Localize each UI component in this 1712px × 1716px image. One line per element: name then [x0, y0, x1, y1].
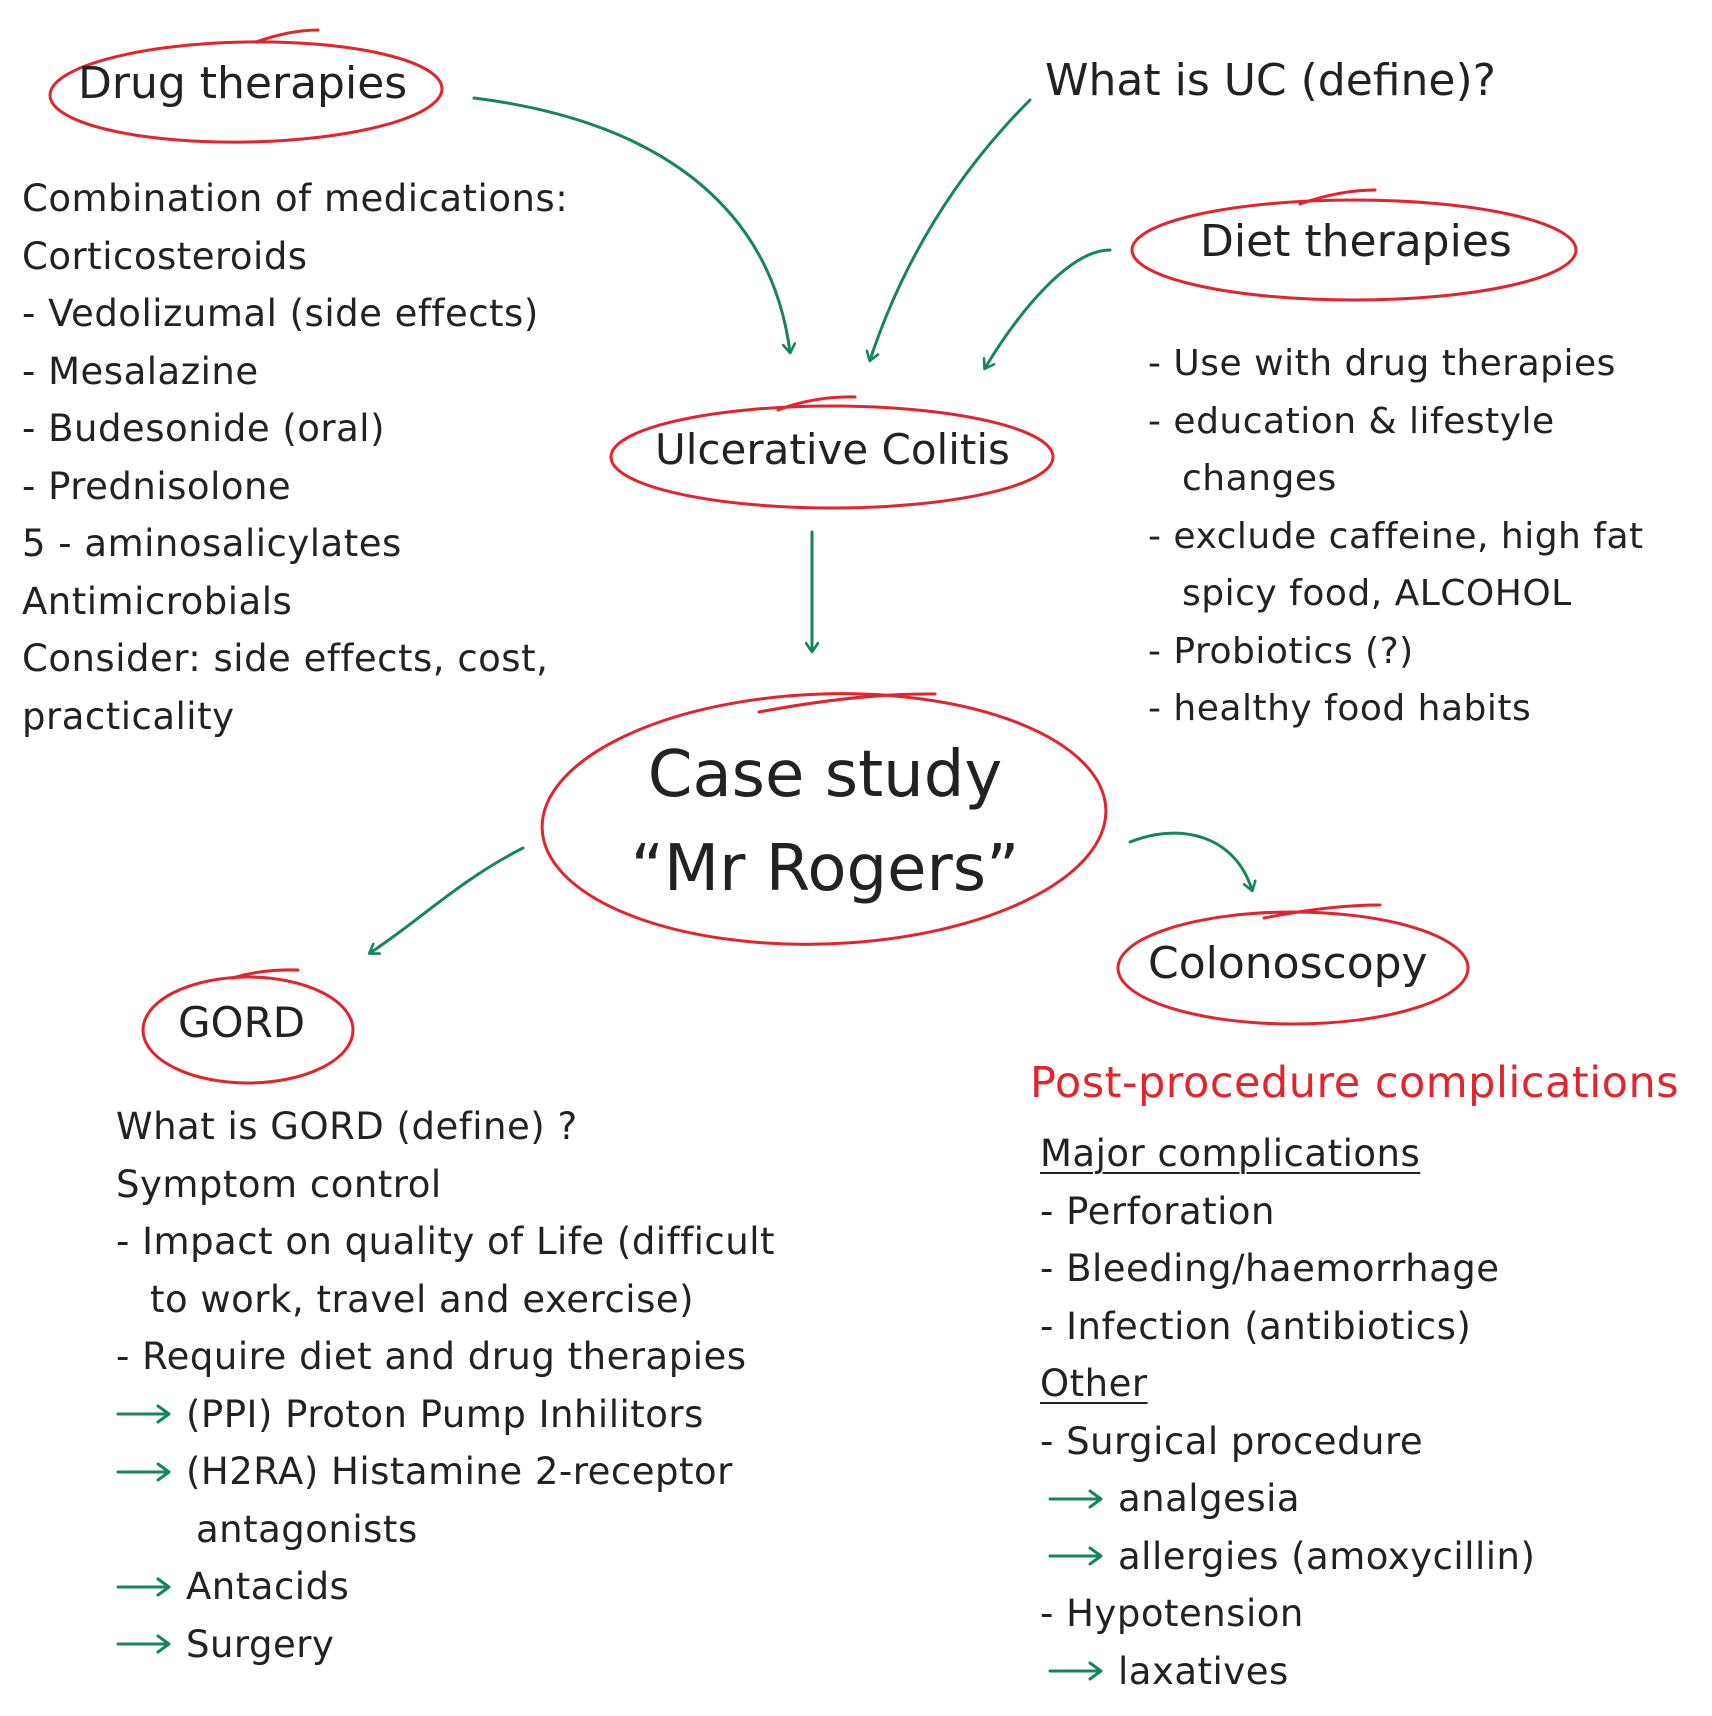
list-item: - exclude caffeine, high fat: [1148, 515, 1644, 557]
list-item: Corticosteroids: [22, 234, 308, 278]
list-item: - Use with drug therapies: [1148, 343, 1616, 384]
list-item: changes: [1182, 458, 1337, 499]
list-item: Consider: side effects, cost,: [22, 637, 549, 680]
arrow-drug-to-uc: [472, 96, 790, 352]
colonoscopy-label: Colonoscopy: [1148, 938, 1428, 989]
right-arrow-icon: [1048, 1661, 1103, 1681]
other-heading: Other: [1040, 1362, 1148, 1405]
colon-arrow-item: allergies (amoxycillin): [1118, 1534, 1536, 1578]
arrow-list-item: allergies (amoxycillin): [1040, 1528, 1535, 1586]
list-item: - Perforation: [1040, 1189, 1276, 1233]
gord-ellipse: [141, 975, 355, 1085]
arrow-case-to-gord: [370, 846, 525, 953]
list-item: practicality: [22, 694, 235, 738]
list-item: What is GORD (define) ?: [116, 1105, 578, 1148]
right-arrow-icon: [116, 1577, 171, 1597]
gord-list: What is GORD (define) ? Symptom control …: [116, 1098, 775, 1673]
right-arrow-icon: [116, 1462, 171, 1482]
list-item: - Vedolizumal (side effects): [22, 292, 539, 335]
colonoscopy-accent: [1262, 903, 1382, 920]
arrow-list-item: analgesia: [1040, 1470, 1535, 1528]
gord-arrow-item: Surgery: [186, 1622, 335, 1666]
list-item: - Require diet and drug therapies: [116, 1335, 747, 1378]
list-item: - Impact on quality of Life (difficult: [116, 1220, 776, 1263]
case-study-title: Case study “Mr Rogers”: [600, 728, 1050, 916]
drug-therapies-accent: [254, 28, 320, 44]
post-procedure-heading: Post-procedure complications: [1030, 1058, 1680, 1108]
list-item: antagonists: [196, 1507, 418, 1551]
list-item: Antimicrobials: [22, 579, 293, 623]
list-item: - Surgical procedure: [1040, 1419, 1424, 1463]
case-study-line1: Case study: [647, 738, 1003, 812]
arrow-list-item: Surgery: [116, 1616, 775, 1674]
gord-arrow-item: Antacids: [186, 1565, 350, 1609]
case-study-accent: [757, 692, 937, 714]
list-item: - Infection (antibiotics): [1040, 1304, 1472, 1348]
right-arrow-icon: [1048, 1546, 1103, 1566]
diet-therapies-label: Diet therapies: [1200, 216, 1512, 267]
gord-label: GORD: [178, 998, 306, 1047]
arrow-list-item: (H2RA) Histamine 2-receptor: [116, 1443, 775, 1501]
gord-accent: [230, 968, 300, 980]
right-arrow-icon: [116, 1404, 171, 1424]
list-item: spicy food, ALCOHOL: [1182, 573, 1572, 614]
list-item: Combination of medications:: [22, 177, 569, 220]
drug-therapies-ellipse: [48, 40, 444, 144]
diet-therapies-list: - Use with drug therapies - education & …: [1148, 335, 1644, 738]
arrow-question-to-uc: [870, 98, 1032, 360]
colon-arrow-item: analgesia: [1118, 1477, 1301, 1521]
colon-arrow-item: laxatives: [1118, 1649, 1289, 1693]
arrow-list-item: Antacids: [116, 1558, 775, 1616]
case-study-line2: “Mr Rogers”: [630, 832, 1020, 906]
diet-therapies-ellipse: [1130, 198, 1578, 302]
arrow-diet-to-uc: [985, 248, 1112, 368]
gord-arrow-item: (H2RA) Histamine 2-receptor: [186, 1450, 733, 1494]
list-item: Symptom control: [116, 1162, 442, 1206]
case-study-ellipse: [540, 692, 1108, 946]
drug-therapies-list: Combination of medications: Corticostero…: [22, 170, 568, 745]
drug-therapies-label: Drug therapies: [78, 58, 408, 109]
list-item: - Prednisolone: [22, 464, 292, 508]
arrow-list-item: laxatives: [1040, 1643, 1535, 1701]
list-item: to work, travel and exercise): [150, 1277, 695, 1321]
diet-therapies-accent: [1298, 188, 1377, 206]
major-complications-heading: Major complications: [1040, 1132, 1421, 1175]
uc-accent: [776, 395, 857, 412]
uc-question-label: What is UC (define)?: [1045, 55, 1496, 106]
list-item: - education & lifestyle: [1148, 400, 1555, 442]
list-item: - healthy food habits: [1148, 688, 1532, 729]
list-item: - Budesonide (oral): [22, 407, 386, 450]
list-item: - Hypotension: [1040, 1592, 1304, 1635]
right-arrow-icon: [1048, 1489, 1103, 1509]
list-item: - Probiotics (?): [1148, 630, 1414, 672]
list-item: 5 - aminosalicylates: [22, 522, 402, 565]
right-arrow-icon: [116, 1634, 171, 1654]
list-item: - Mesalazine: [22, 349, 259, 393]
list-item: - Bleeding/haemorrhage: [1040, 1247, 1500, 1290]
arrow-list-item: (PPI) Proton Pump Inhilitors: [116, 1386, 775, 1444]
gord-arrow-item: (PPI) Proton Pump Inhilitors: [186, 1392, 704, 1436]
uc-label: Ulcerative Colitis: [655, 425, 1010, 474]
arrow-case-to-colonoscopy: [1128, 831, 1252, 890]
colonoscopy-list: Major complications - Perforation - Blee…: [1040, 1125, 1535, 1700]
uc-ellipse: [609, 404, 1055, 510]
